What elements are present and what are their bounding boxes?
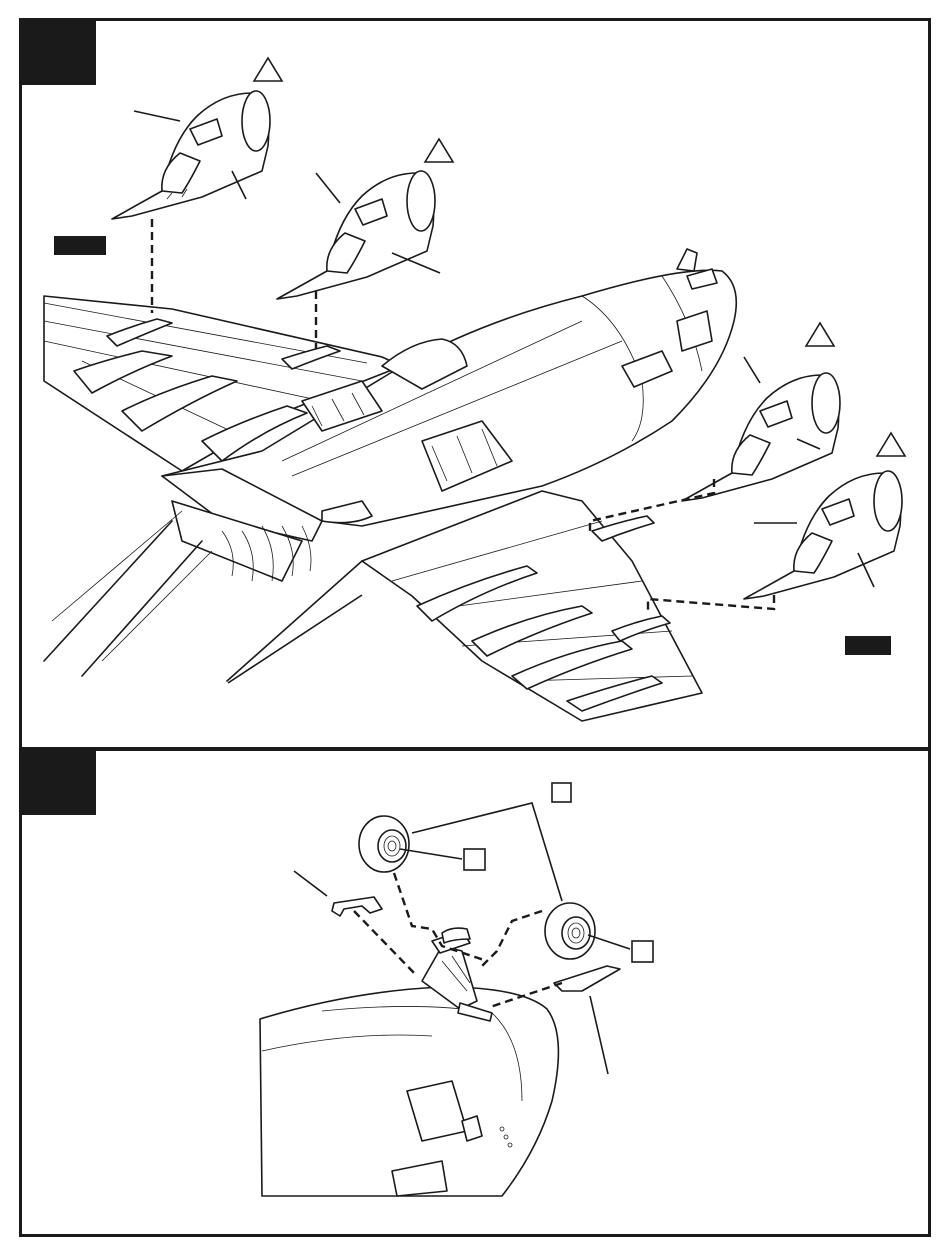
nacelle-3 [682,373,840,501]
wheel-right [545,903,595,959]
square-callout-3 [632,941,653,962]
nacelle-4 [744,471,902,599]
triangle-callout-1 [254,58,282,81]
label-bar-right [845,636,891,655]
nacelle-1 [112,91,270,219]
gear-fairing [554,966,620,991]
assembly-step-panel-top [19,18,931,750]
top-assembly-drawing [22,21,928,747]
bottom-assembly-drawing [22,751,928,1234]
nacelle-2 [277,171,435,299]
right-wing [362,491,702,721]
square-callout-1 [552,783,571,802]
triangle-callout-3 [806,323,834,346]
triangle-callout-4 [877,433,905,456]
label-bar-left [54,236,106,255]
nose-section [260,987,558,1196]
nose-antenna [677,249,697,271]
square-callout-2 [464,849,485,870]
assembly-step-panel-bottom [19,748,931,1237]
triangle-callout-2 [425,139,453,162]
wheel-left [359,816,409,872]
